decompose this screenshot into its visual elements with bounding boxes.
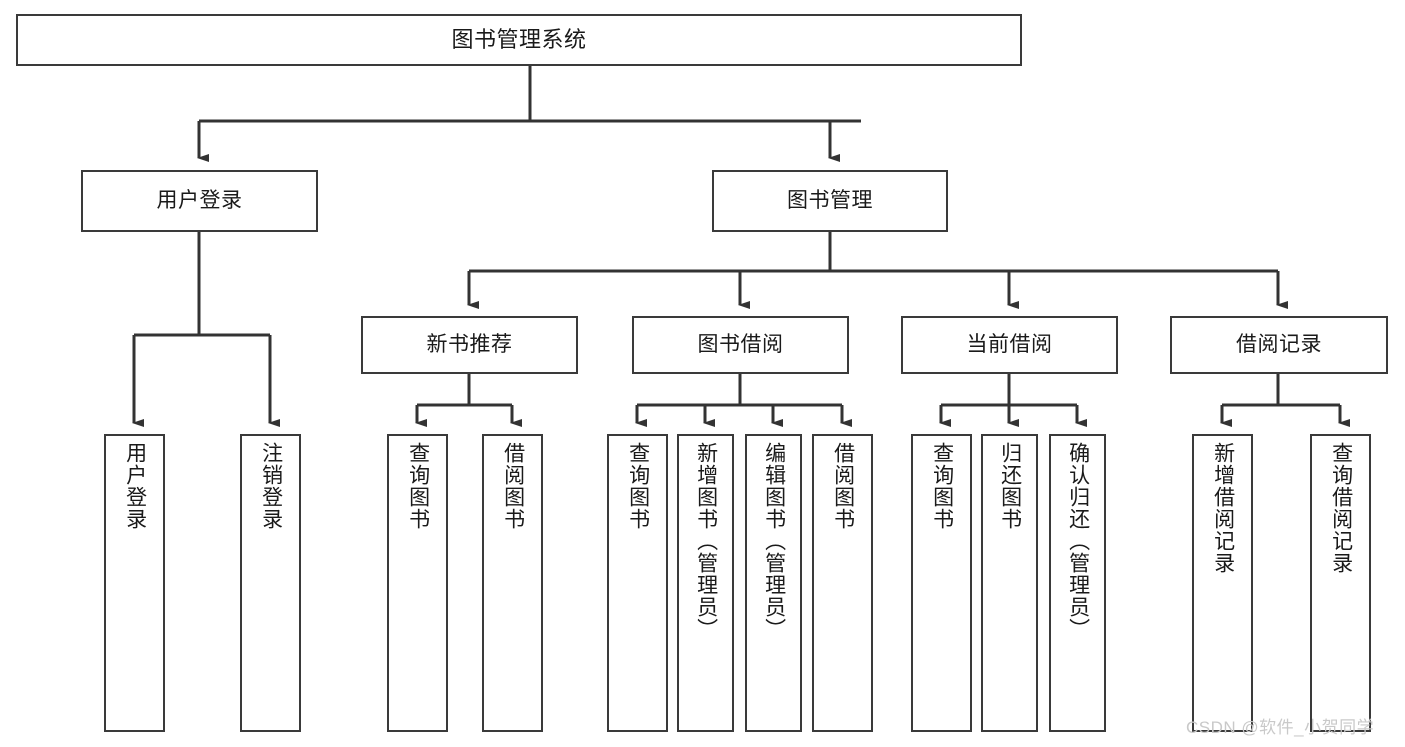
node-leaf-borrow-book-2[interactable]: 借阅图书 (812, 434, 873, 732)
node-leaf-edit-book[interactable]: 编辑图书（管理员） (745, 434, 802, 732)
node-leaf-user-logout[interactable]: 注销登录 (240, 434, 301, 732)
node-label: 新增图书（管理员） (694, 442, 718, 640)
node-label: 借阅图书 (501, 442, 525, 530)
node-leaf-return-book[interactable]: 归还图书 (981, 434, 1038, 732)
node-label: 图书管理系统 (451, 26, 587, 52)
node-leaf-query-book-2[interactable]: 查询图书 (607, 434, 668, 732)
node-label: 编辑图书（管理员） (762, 442, 786, 640)
node-label: 当前借阅 (966, 333, 1053, 357)
node-new-book-recommend[interactable]: 新书推荐 (361, 316, 578, 374)
node-leaf-add-book[interactable]: 新增图书（管理员） (677, 434, 734, 732)
node-label: 用户登录 (123, 442, 147, 530)
node-label: 用户登录 (156, 189, 243, 213)
node-label: 新书推荐 (426, 333, 513, 357)
node-label: 借阅图书 (831, 442, 855, 530)
node-leaf-borrow-book-1[interactable]: 借阅图书 (482, 434, 543, 732)
node-leaf-query-book-1[interactable]: 查询图书 (387, 434, 448, 732)
node-user-login[interactable]: 用户登录 (81, 170, 318, 232)
node-label: 查询图书 (626, 442, 650, 530)
node-label: 归还图书 (998, 442, 1022, 530)
node-label: 查询借阅记录 (1329, 442, 1353, 574)
node-label: 新增借阅记录 (1211, 442, 1235, 574)
node-label: 确认归还（管理员） (1066, 442, 1090, 640)
node-leaf-query-book-3[interactable]: 查询图书 (911, 434, 972, 732)
node-leaf-add-record[interactable]: 新增借阅记录 (1192, 434, 1253, 732)
node-label: 查询图书 (930, 442, 954, 530)
node-leaf-user-login[interactable]: 用户登录 (104, 434, 165, 732)
node-label: 借阅记录 (1236, 333, 1322, 357)
node-root-system[interactable]: 图书管理系统 (16, 14, 1022, 66)
node-book-borrow[interactable]: 图书借阅 (632, 316, 849, 374)
node-leaf-confirm-return[interactable]: 确认归还（管理员） (1049, 434, 1106, 732)
node-current-borrow[interactable]: 当前借阅 (901, 316, 1118, 374)
node-label: 图书借阅 (697, 333, 784, 357)
node-label: 查询图书 (406, 442, 430, 530)
node-leaf-query-record[interactable]: 查询借阅记录 (1310, 434, 1371, 732)
node-borrow-record[interactable]: 借阅记录 (1170, 316, 1388, 374)
watermark-text: CSDN @软件_小贺同学 (1186, 718, 1375, 737)
node-book-manage[interactable]: 图书管理 (712, 170, 948, 232)
node-label: 图书管理 (787, 189, 873, 213)
node-label: 注销登录 (259, 442, 283, 530)
